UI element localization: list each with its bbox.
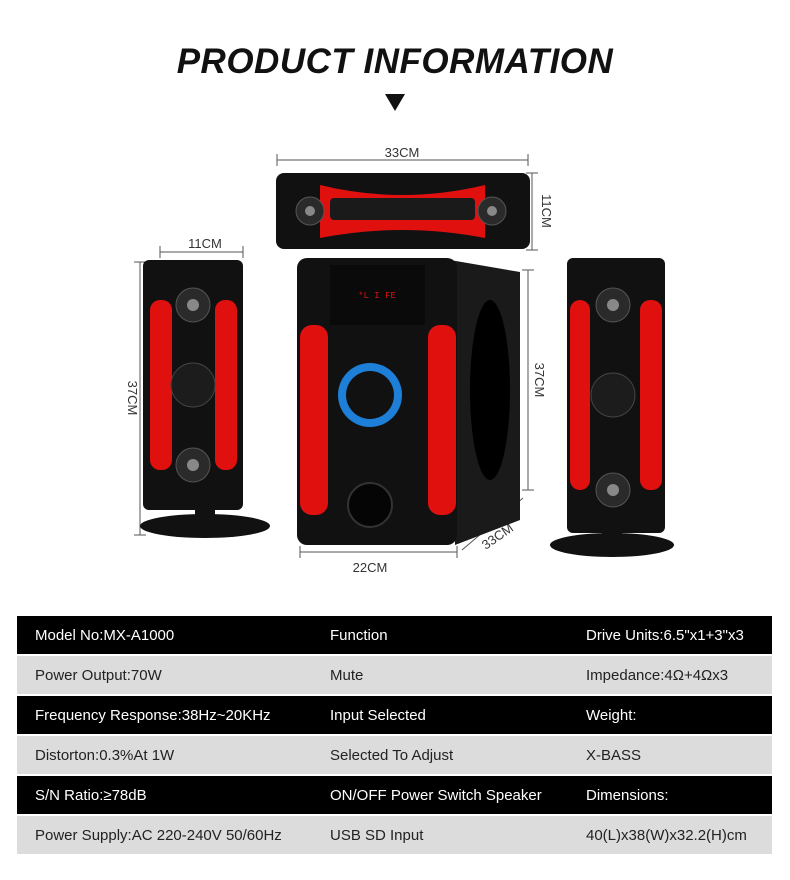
spec-cell: Distorton:0.3%At 1W <box>35 747 175 764</box>
spec-cell: Power Supply:AC 220-240V 50/60Hz <box>35 827 282 844</box>
table-row: Power Supply:AC 220-240V 50/60Hz USB SD … <box>17 816 772 854</box>
table-row: S/N Ratio:≥78dB ON/OFF Power Switch Spea… <box>17 776 772 814</box>
dim-top-height: 11CM <box>539 194 554 228</box>
dim-sub-width: 22CM <box>353 560 388 575</box>
center-speaker <box>276 173 530 249</box>
table-row: Distorton:0.3%At 1W Selected To Adjust X… <box>17 736 772 774</box>
right-satellite-speaker <box>550 258 674 557</box>
spec-cell: Mute <box>330 667 364 684</box>
spec-cell: Weight: <box>586 707 637 724</box>
spec-cell: Model No:MX-A1000 <box>35 627 175 644</box>
spec-cell: S/N Ratio:≥78dB <box>35 787 147 804</box>
spec-cell: Drive Units:6.5"x1+3"x3 <box>586 627 744 644</box>
dim-left-height: 37CM <box>125 381 140 416</box>
spec-cell: Function <box>330 627 388 644</box>
svg-text:*L I FE: *L I FE <box>358 291 396 301</box>
spec-table: Model No:MX-A1000 Function Drive Units:6… <box>17 616 772 856</box>
spec-cell: X-BASS <box>586 747 642 764</box>
table-row: Frequency Response:38Hz~20KHz Input Sele… <box>17 696 772 734</box>
table-row: Power Output:70W Mute Impedance:4Ω+4Ωx3 <box>17 656 772 694</box>
spec-cell: USB SD Input <box>330 827 424 844</box>
spec-cell: ON/OFF Power Switch Speaker <box>330 787 542 804</box>
dim-left-width: 11CM <box>188 236 222 251</box>
spec-cell: Selected To Adjust <box>330 747 454 764</box>
dim-top-width: 33CM <box>385 145 420 160</box>
product-image: 33CM 11CM 11CM 37CM 37CM 22CM 33CM *L I … <box>125 145 674 575</box>
table-row: Model No:MX-A1000 Function Drive Units:6… <box>17 616 772 654</box>
down-arrow-icon <box>385 94 405 111</box>
left-satellite-speaker <box>140 260 270 538</box>
spec-cell: 40(L)x38(W)x32.2(H)cm <box>586 827 747 844</box>
spec-cell: Dimensions: <box>586 787 669 804</box>
spec-cell: Input Selected <box>330 707 426 724</box>
page-title: PRODUCT INFORMATION <box>176 42 614 81</box>
spec-cell: Impedance:4Ω+4Ωx3 <box>586 667 729 684</box>
spec-cell: Power Output:70W <box>35 667 162 684</box>
subwoofer: *L I FE <box>297 258 520 545</box>
dim-sub-height: 37CM <box>532 363 547 398</box>
spec-cell: Frequency Response:38Hz~20KHz <box>35 707 271 724</box>
